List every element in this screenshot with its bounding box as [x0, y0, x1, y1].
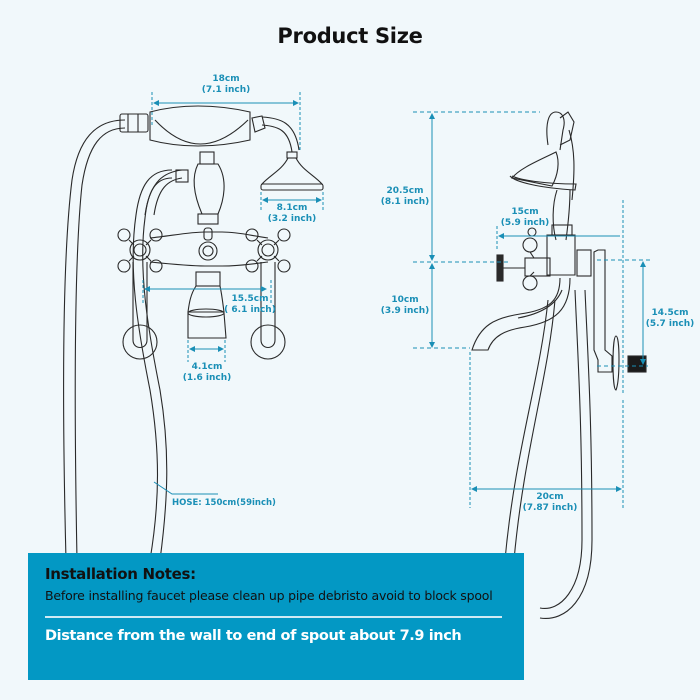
notes-heading: Installation Notes: [45, 565, 196, 583]
dim-inch: (7.1 inch) [201, 85, 251, 95]
dim-cm: 4.1cm [191, 362, 223, 372]
side-showerhead [509, 111, 577, 241]
side-view-faucet [471, 111, 647, 619]
side-dimension-lines [413, 111, 650, 508]
dim-handshower-width: 18cm (7.1 inch) [201, 74, 251, 96]
hose [62, 119, 126, 561]
dim-cm: 10cm [391, 295, 419, 305]
dim-cm: 15cm [511, 207, 539, 217]
notes-divider [45, 616, 502, 618]
dim-bracket-height: 14.5cm (5.7 inch) [645, 308, 695, 330]
left-cross-handle [117, 228, 163, 273]
dim-spout-reach: 20cm (7.87 inch) [520, 492, 580, 514]
side-spout [471, 277, 571, 351]
hose-length-label: HOSE: 150cm(59inch) [172, 498, 276, 508]
dim-inch: (3.2 inch) [267, 214, 317, 224]
dim-inch: (3.9 inch) [380, 306, 430, 316]
installation-notes-panel: Installation Notes: Before installing fa… [28, 553, 524, 680]
front-view-faucet [62, 105, 324, 561]
dim-handle-depth: 15cm (5.9 inch) [500, 207, 550, 229]
front-spout [187, 271, 227, 339]
dim-cm: 8.1cm [276, 203, 308, 213]
handshower [119, 105, 300, 153]
dim-height-top: 20.5cm (8.1 inch) [380, 186, 430, 208]
dim-cm: 14.5cm [651, 308, 689, 318]
dim-cm: 20.5cm [386, 186, 424, 196]
dim-cm: 15.5cm [231, 294, 269, 304]
dim-inch: (1.6 inch) [182, 373, 232, 383]
dim-cm: 20cm [536, 492, 564, 502]
page-title: Product Size [277, 24, 423, 48]
dim-inch: (5.7 inch) [645, 319, 695, 329]
dim-spout-drop: 10cm (3.9 inch) [380, 295, 430, 317]
dim-center-spacing: 15.5cm ( 6.1 inch) [222, 294, 278, 316]
showerhead [260, 151, 324, 191]
notes-body: Before installing faucet please clean up… [45, 588, 493, 603]
front-dimension-lines [142, 92, 324, 495]
dim-inch: (7.87 inch) [522, 503, 578, 513]
dim-spout-width: 4.1cm (1.6 inch) [182, 362, 232, 384]
dim-inch: (5.9 inch) [500, 218, 550, 228]
dim-cm: 18cm [212, 74, 240, 84]
dim-showerhead-diameter: 8.1cm (3.2 inch) [267, 203, 317, 225]
right-cross-handle [245, 228, 291, 273]
dim-inch: ( 6.1 inch) [224, 305, 276, 315]
dim-inch: (8.1 inch) [380, 197, 430, 207]
notes-footer: Distance from the wall to end of spout a… [45, 627, 462, 644]
